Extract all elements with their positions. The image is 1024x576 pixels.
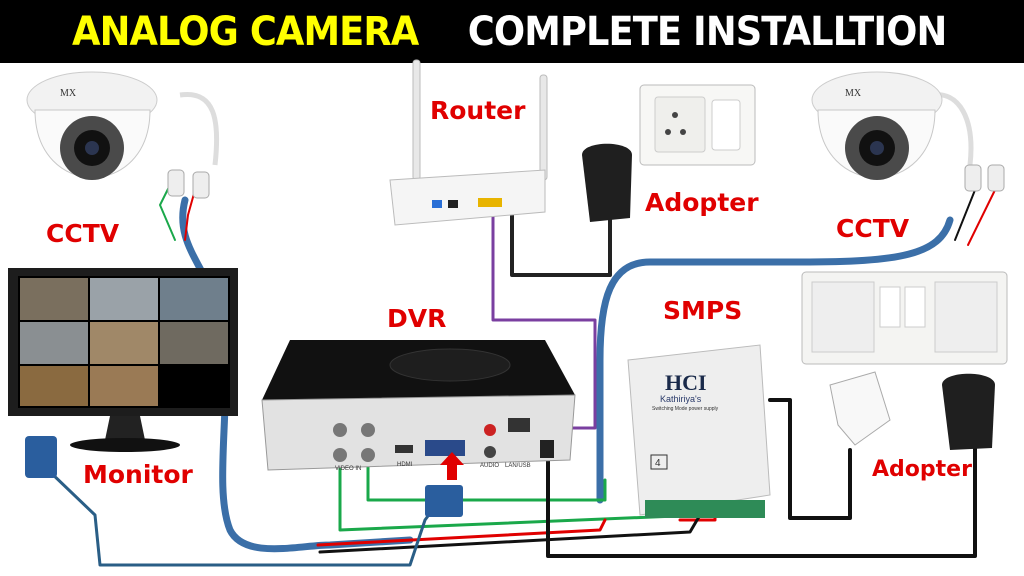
cam-wire-black-right bbox=[954, 189, 976, 241]
cam-wire-green-left bbox=[159, 184, 176, 241]
dvr: VIDEO IN HDMI AUDIO LAN/USB bbox=[261, 340, 576, 517]
svg-text:MX: MX bbox=[60, 88, 77, 99]
power-adapter-bottom bbox=[942, 373, 995, 450]
title-rest: COMPLETE INSTALLTION bbox=[467, 8, 947, 55]
coax-cable-left bbox=[179, 196, 414, 553]
cctv-camera-right: MX bbox=[811, 71, 1005, 192]
label-monitor: Monitor bbox=[83, 460, 193, 489]
svg-text:Switching Mode power supply: Switching Mode power supply bbox=[652, 406, 719, 412]
label-dvr: DVR bbox=[387, 304, 447, 333]
svg-text:MX: MX bbox=[845, 88, 862, 99]
video-cable-1 bbox=[338, 458, 702, 532]
wires bbox=[46, 184, 996, 567]
label-cctv-left: CCTV bbox=[46, 219, 120, 248]
coax-cable-right bbox=[596, 216, 954, 504]
router-power-cable bbox=[510, 208, 612, 277]
smps: HCI Kathiriya's Switching Mode power sup… bbox=[627, 344, 771, 518]
power-plug bbox=[829, 371, 891, 446]
switch-board bbox=[801, 271, 1008, 365]
svg-text:Kathiriya's: Kathiriya's bbox=[660, 394, 702, 404]
title-bar: ANALOG CAMERA COMPLETE INSTALLTION bbox=[0, 0, 1024, 63]
svg-text:VIDEO IN: VIDEO IN bbox=[335, 466, 361, 472]
cctv-camera-left: MX bbox=[26, 71, 220, 199]
label-adopter-top: Adopter bbox=[645, 188, 759, 217]
power-adapter-top bbox=[582, 143, 632, 222]
power-black-cable bbox=[318, 513, 702, 554]
router bbox=[389, 59, 548, 226]
monitor bbox=[8, 268, 238, 478]
video-cable-2 bbox=[366, 458, 607, 502]
label-smps: SMPS bbox=[663, 296, 743, 325]
svg-text:HCI: HCI bbox=[665, 370, 707, 395]
label-router: Router bbox=[430, 96, 526, 125]
wall-socket bbox=[639, 84, 756, 166]
label-adopter-bottom: Adopter bbox=[872, 457, 972, 482]
dvr-power-cable bbox=[546, 443, 977, 558]
smps-input-cable bbox=[768, 398, 852, 520]
cam-wire-red-left bbox=[184, 189, 196, 241]
svg-text:AUDIO: AUDIO bbox=[480, 463, 499, 469]
svg-text:HDMI: HDMI bbox=[397, 462, 413, 468]
svg-text:LAN/USB: LAN/USB bbox=[505, 463, 531, 469]
label-cctv-right: CCTV bbox=[836, 214, 910, 243]
cam-wire-red-right bbox=[967, 189, 996, 246]
title-highlight: ANALOG CAMERA bbox=[71, 8, 419, 55]
svg-text:4: 4 bbox=[655, 458, 661, 469]
